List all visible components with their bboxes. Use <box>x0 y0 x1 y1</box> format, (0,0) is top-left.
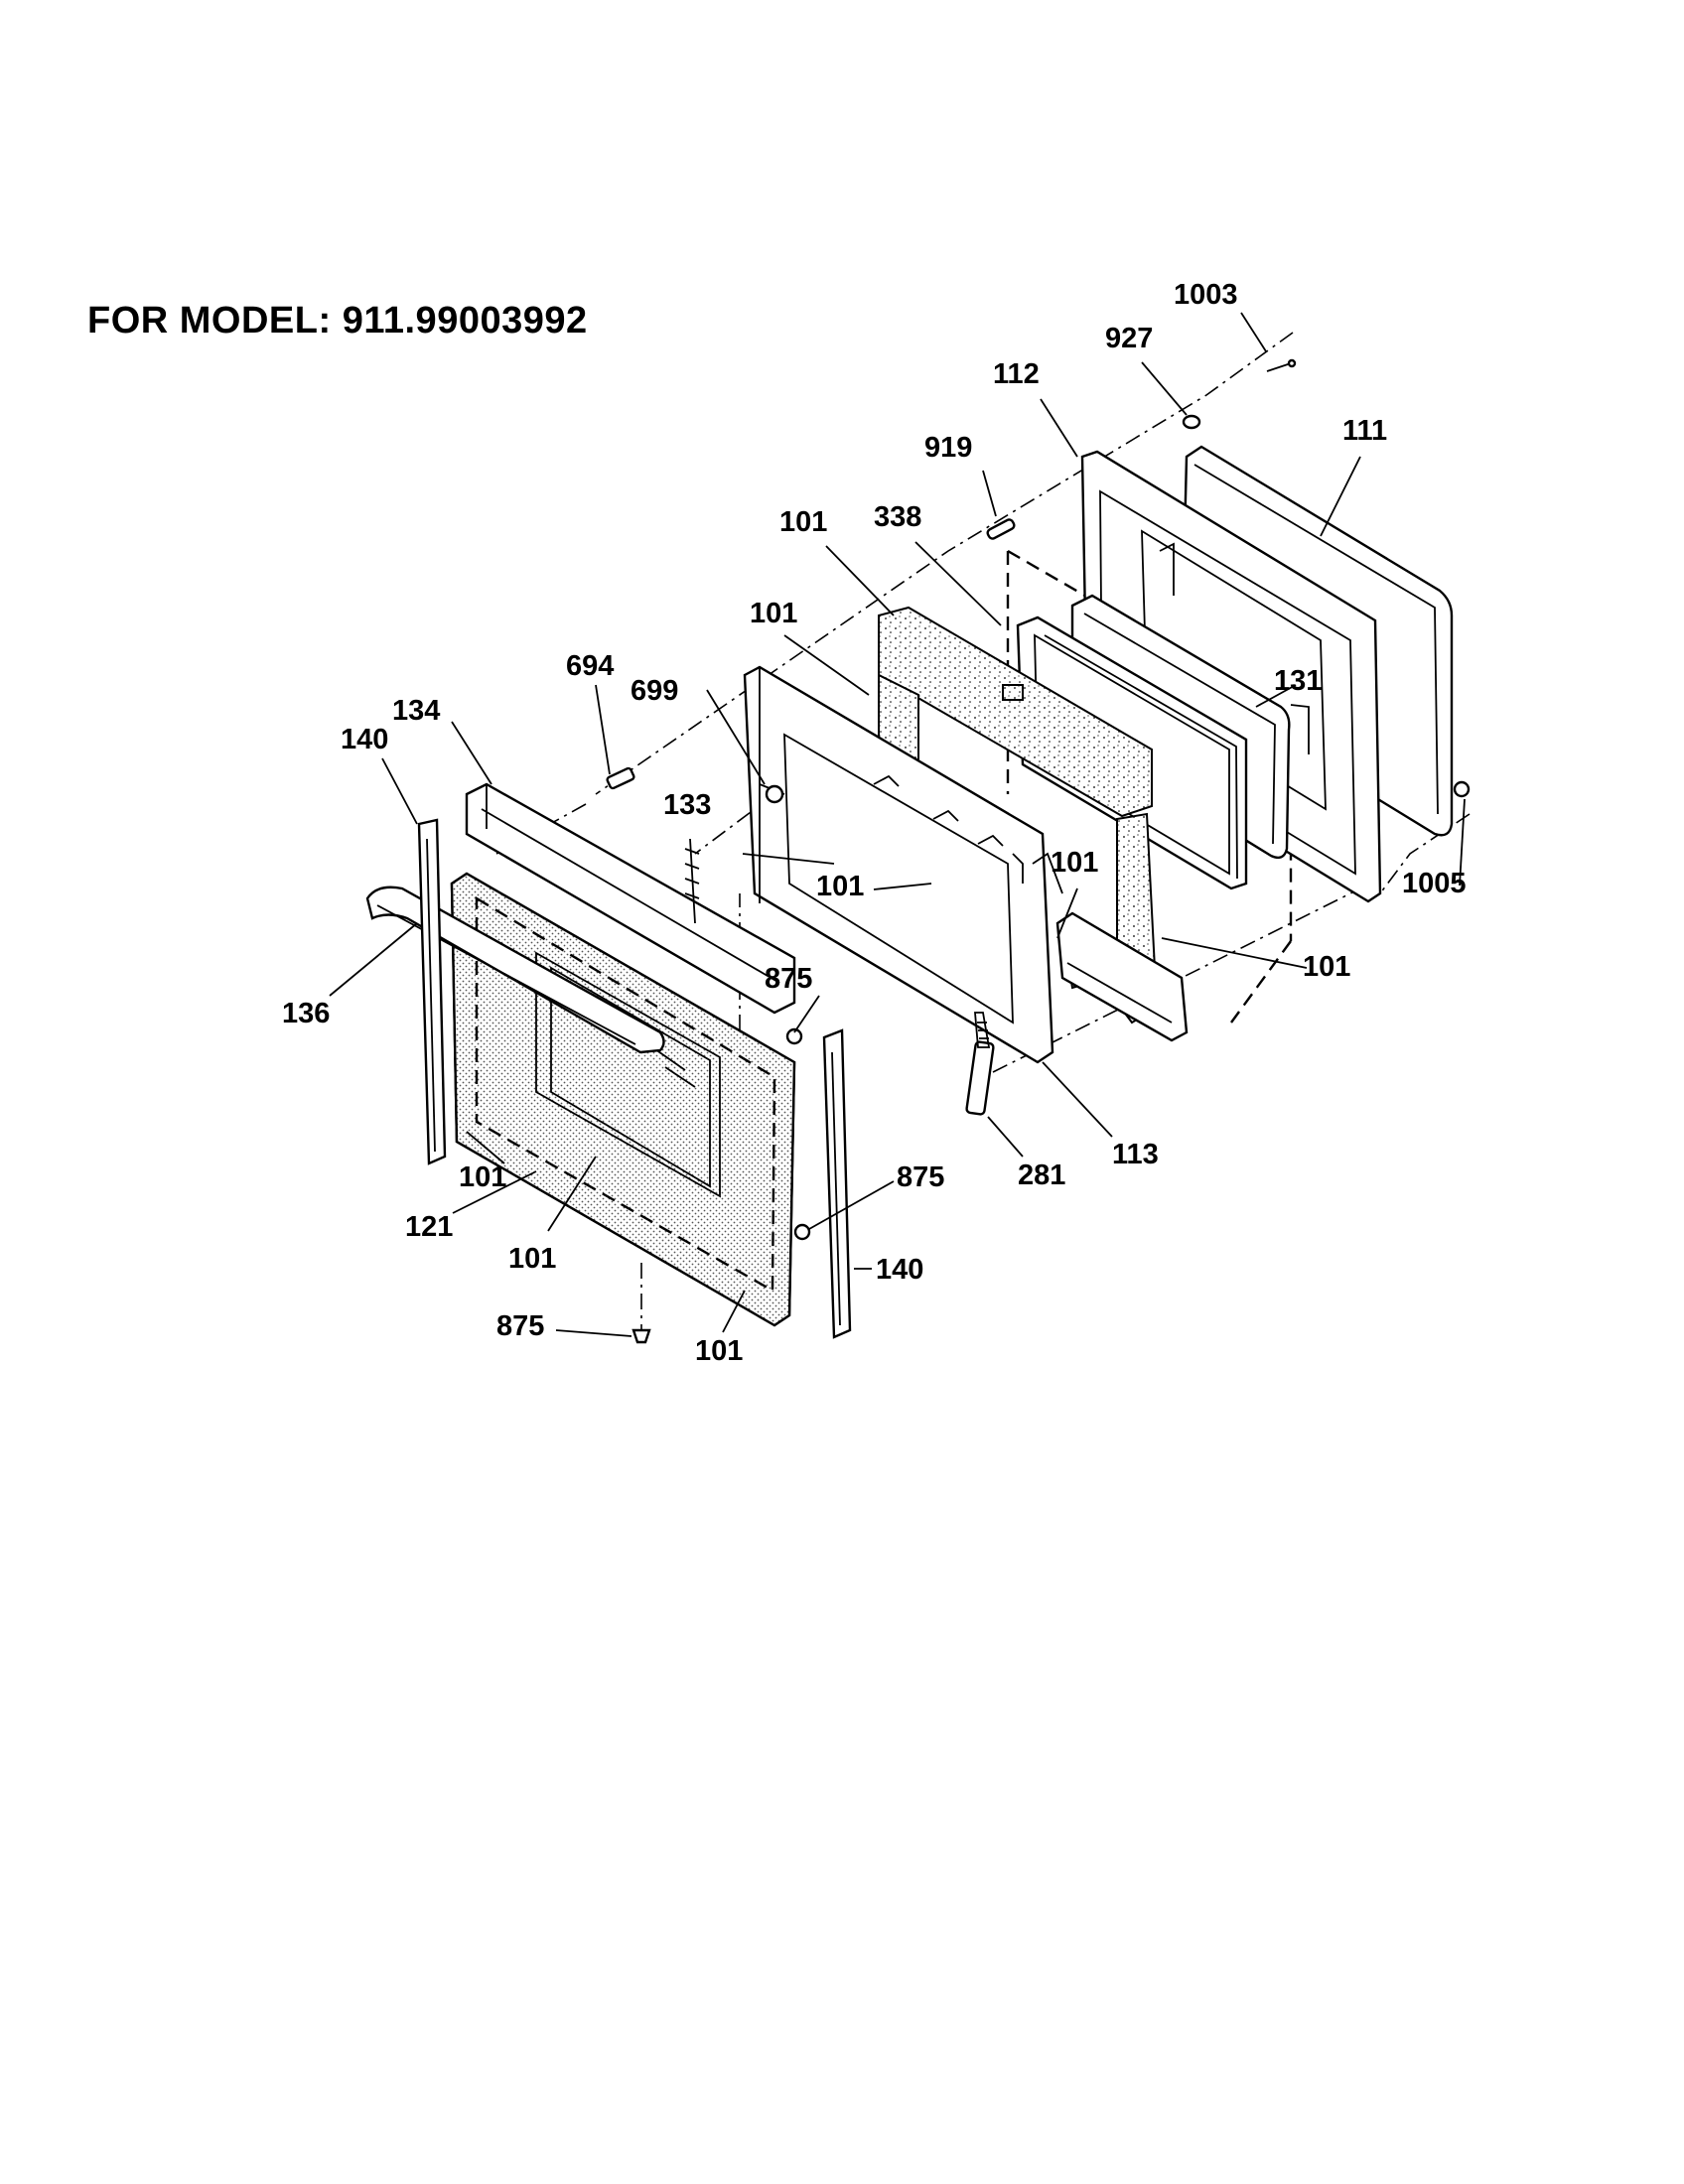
label-133: 133 <box>663 789 711 821</box>
label-140-bottom: 140 <box>876 1254 923 1286</box>
label-927: 927 <box>1105 323 1153 354</box>
label-101-c: 101 <box>816 871 864 902</box>
screw-1005 <box>1453 780 1471 798</box>
label-1003: 1003 <box>1174 279 1238 311</box>
label-281: 281 <box>1018 1160 1065 1191</box>
label-101-g: 101 <box>508 1243 556 1275</box>
label-121: 121 <box>405 1211 453 1243</box>
part-side-trim-left <box>417 818 447 1165</box>
label-875-right: 875 <box>897 1161 944 1193</box>
part-labels: 1003 927 112 111 919 338 101 101 131 694… <box>282 279 1467 1367</box>
label-101-f: 101 <box>459 1161 506 1193</box>
label-1005: 1005 <box>1402 868 1467 899</box>
pin-919 <box>986 518 1016 540</box>
screw-875-top <box>785 1027 803 1045</box>
label-131: 131 <box>1274 665 1322 697</box>
label-101-e: 101 <box>1303 951 1350 983</box>
label-694: 694 <box>566 650 614 682</box>
part-lower-bracket <box>1055 911 1189 1042</box>
screw-694 <box>606 766 635 790</box>
washer-927 <box>1182 414 1201 430</box>
label-101-d: 101 <box>1051 847 1098 879</box>
label-101-a: 101 <box>779 506 827 538</box>
screw-875-right <box>793 1223 811 1241</box>
label-338: 338 <box>874 501 921 533</box>
label-134: 134 <box>392 695 440 727</box>
label-699: 699 <box>631 675 678 707</box>
label-875-top: 875 <box>765 963 812 995</box>
leader-lines <box>329 312 1466 1337</box>
screw-699 <box>765 784 784 804</box>
label-919: 919 <box>924 432 972 464</box>
part-side-trim-right <box>822 1028 852 1339</box>
page-title: FOR MODEL: 911.99003992 <box>87 300 588 341</box>
label-136: 136 <box>282 998 330 1029</box>
label-140-top: 140 <box>341 724 388 755</box>
screw-875-bottom <box>632 1328 651 1344</box>
label-101-b: 101 <box>750 598 797 629</box>
pin-1003 <box>1266 358 1297 372</box>
label-875-bottom: 875 <box>496 1310 544 1342</box>
spring-133 <box>684 838 700 924</box>
part-hinge <box>965 1012 995 1116</box>
label-112: 112 <box>993 358 1040 390</box>
label-111: 111 <box>1342 415 1387 447</box>
part-top-trim <box>465 782 796 1015</box>
label-101-h: 101 <box>695 1335 743 1367</box>
label-113: 113 <box>1112 1139 1159 1170</box>
part-door-handle <box>365 886 665 1054</box>
